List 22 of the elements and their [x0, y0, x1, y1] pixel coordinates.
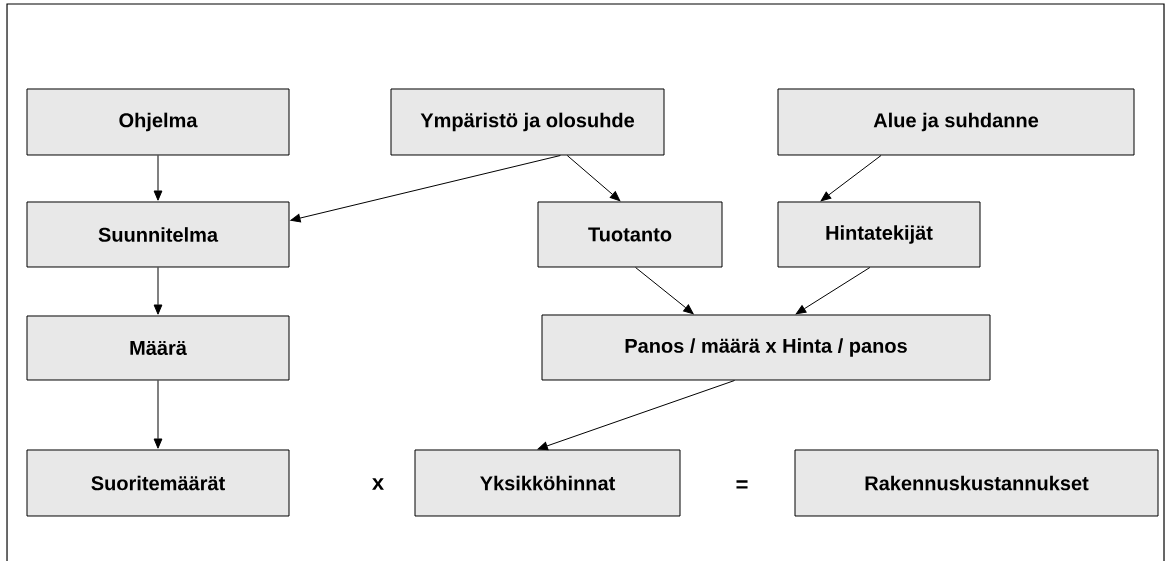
arrow — [537, 380, 736, 451]
arrow — [290, 155, 561, 223]
process-box: Suoritemäärät — [26, 449, 290, 517]
process-box: Panos / määrä x Hinta / panos — [541, 314, 991, 381]
process-box: Ympäristö ja olosuhde — [390, 88, 665, 156]
process-box: Suunnitelma — [26, 201, 290, 268]
process-box: Yksikköhinnat — [414, 449, 681, 517]
operator-sign: x — [372, 478, 384, 490]
arrow — [153, 155, 163, 201]
arrow — [566, 155, 621, 202]
process-box: Tuotanto — [537, 201, 723, 268]
arrow — [153, 267, 163, 315]
arrow — [820, 155, 882, 202]
process-box: Ohjelma — [26, 88, 290, 156]
arrow — [795, 267, 871, 315]
process-box: Määrä — [26, 315, 290, 381]
process-box: Alue ja suhdanne — [777, 88, 1135, 156]
arrow — [153, 380, 163, 449]
operator-sign: = — [736, 480, 748, 489]
process-box: Rakennuskustannukset — [794, 449, 1159, 517]
process-box: Hintatekijät — [777, 201, 981, 268]
arrow — [635, 267, 694, 315]
